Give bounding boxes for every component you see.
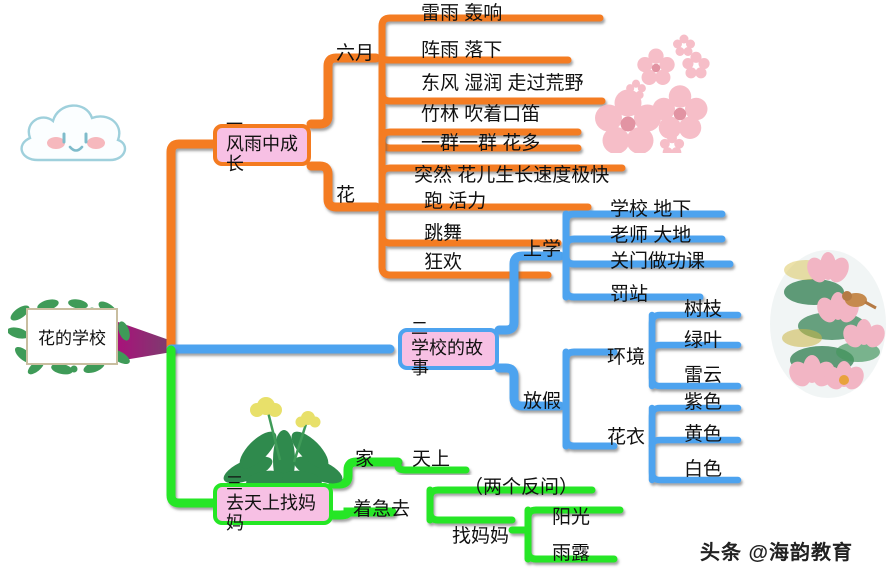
branch-2-subtree-school	[562, 210, 734, 301]
group-label-holiday: 放假	[523, 391, 562, 412]
center-frame	[26, 308, 118, 365]
branch-3-subtree-hurry	[426, 486, 596, 524]
center-label: 花的学校	[38, 328, 106, 348]
branch-1-title: 风雨中成长	[226, 133, 298, 175]
group-label-flower: 花	[336, 185, 356, 206]
group-label-findmother: 找妈妈	[452, 526, 510, 547]
group-label-environment: 环境	[607, 347, 646, 368]
watermark: 头条 @海韵教育	[700, 542, 854, 564]
group-label-hurry: 着急去	[353, 499, 411, 520]
leaf-school-1: 学校 地下	[610, 199, 692, 220]
leaf-june-1: 雷雨 轰响	[421, 3, 503, 24]
leaf-dress-3: 白色	[684, 459, 723, 480]
cloud-decoration	[20, 104, 127, 162]
branch-node-3[interactable]: 三 去天上找妈妈	[213, 474, 333, 533]
plant-decoration	[223, 397, 343, 490]
branch-2-subtree-environment	[648, 311, 742, 390]
branch-node-1[interactable]: 一 风雨中成长	[213, 115, 311, 174]
center-stem	[118, 322, 172, 361]
branch-3-connectors	[166, 345, 403, 520]
center-node[interactable]: 花的学校	[8, 297, 136, 375]
leaf-school-3: 关门做功课	[610, 251, 706, 272]
group-label-home: 家	[355, 449, 375, 470]
branch-1-index: 一	[226, 114, 243, 134]
leaf-dress-1: 紫色	[684, 392, 723, 413]
leaf-flower-3: 跑 活力	[424, 191, 487, 212]
branch-1-connectors	[166, 53, 381, 353]
branch-2-subtree-flowerdress	[648, 404, 742, 484]
leaf-hurry-1: （两个反问）	[464, 477, 579, 498]
branch-2-connectors	[166, 251, 565, 411]
leaf-home-1: 天上	[412, 449, 451, 470]
leaf-findmother-2: 雨露	[552, 543, 591, 564]
leaf-flower-1: 一群一群 花多	[421, 133, 541, 154]
leaf-dress-2: 黄色	[684, 424, 723, 445]
leaf-frame-decoration	[8, 299, 130, 375]
leaf-june-4: 竹林 吹着口笛	[421, 104, 541, 125]
group-label-school: 上学	[523, 239, 562, 260]
leaf-flower-4: 跳舞	[424, 223, 463, 244]
branch-2-title: 学校的故事	[411, 337, 483, 379]
branch-node-2[interactable]: 二 学校的故事	[398, 319, 499, 378]
branch-2-subtree-holiday	[562, 348, 618, 450]
branch-2-index: 二	[411, 318, 428, 338]
leaf-school-2: 老师 大地	[610, 225, 692, 246]
group-label-june: 六月	[336, 43, 375, 64]
leaf-env-2: 绿叶	[684, 330, 723, 351]
leaf-env-1: 树枝	[684, 299, 723, 320]
leaf-school-4: 罚站	[610, 284, 649, 305]
leaf-flower-5: 狂欢	[424, 252, 463, 273]
branch-3-subtree-findmother	[508, 506, 624, 563]
branch-3-subtree-home	[394, 458, 470, 474]
branch-3-index: 三	[226, 473, 243, 493]
branch-3-title: 去天上找妈妈	[226, 492, 316, 534]
group-label-flowerdress: 花衣	[607, 427, 646, 448]
leaf-findmother-1: 阳光	[552, 507, 591, 528]
leaf-env-3: 雷云	[684, 365, 723, 386]
leaf-flower-2: 突然 花儿生长速度极快	[414, 165, 610, 186]
cherry-blossom-decoration	[595, 34, 710, 153]
leaf-june-2: 阵雨 落下	[421, 40, 503, 61]
lotus-painting-decoration	[770, 250, 886, 398]
leaf-june-3: 东风 湿润 走过荒野	[421, 73, 584, 94]
